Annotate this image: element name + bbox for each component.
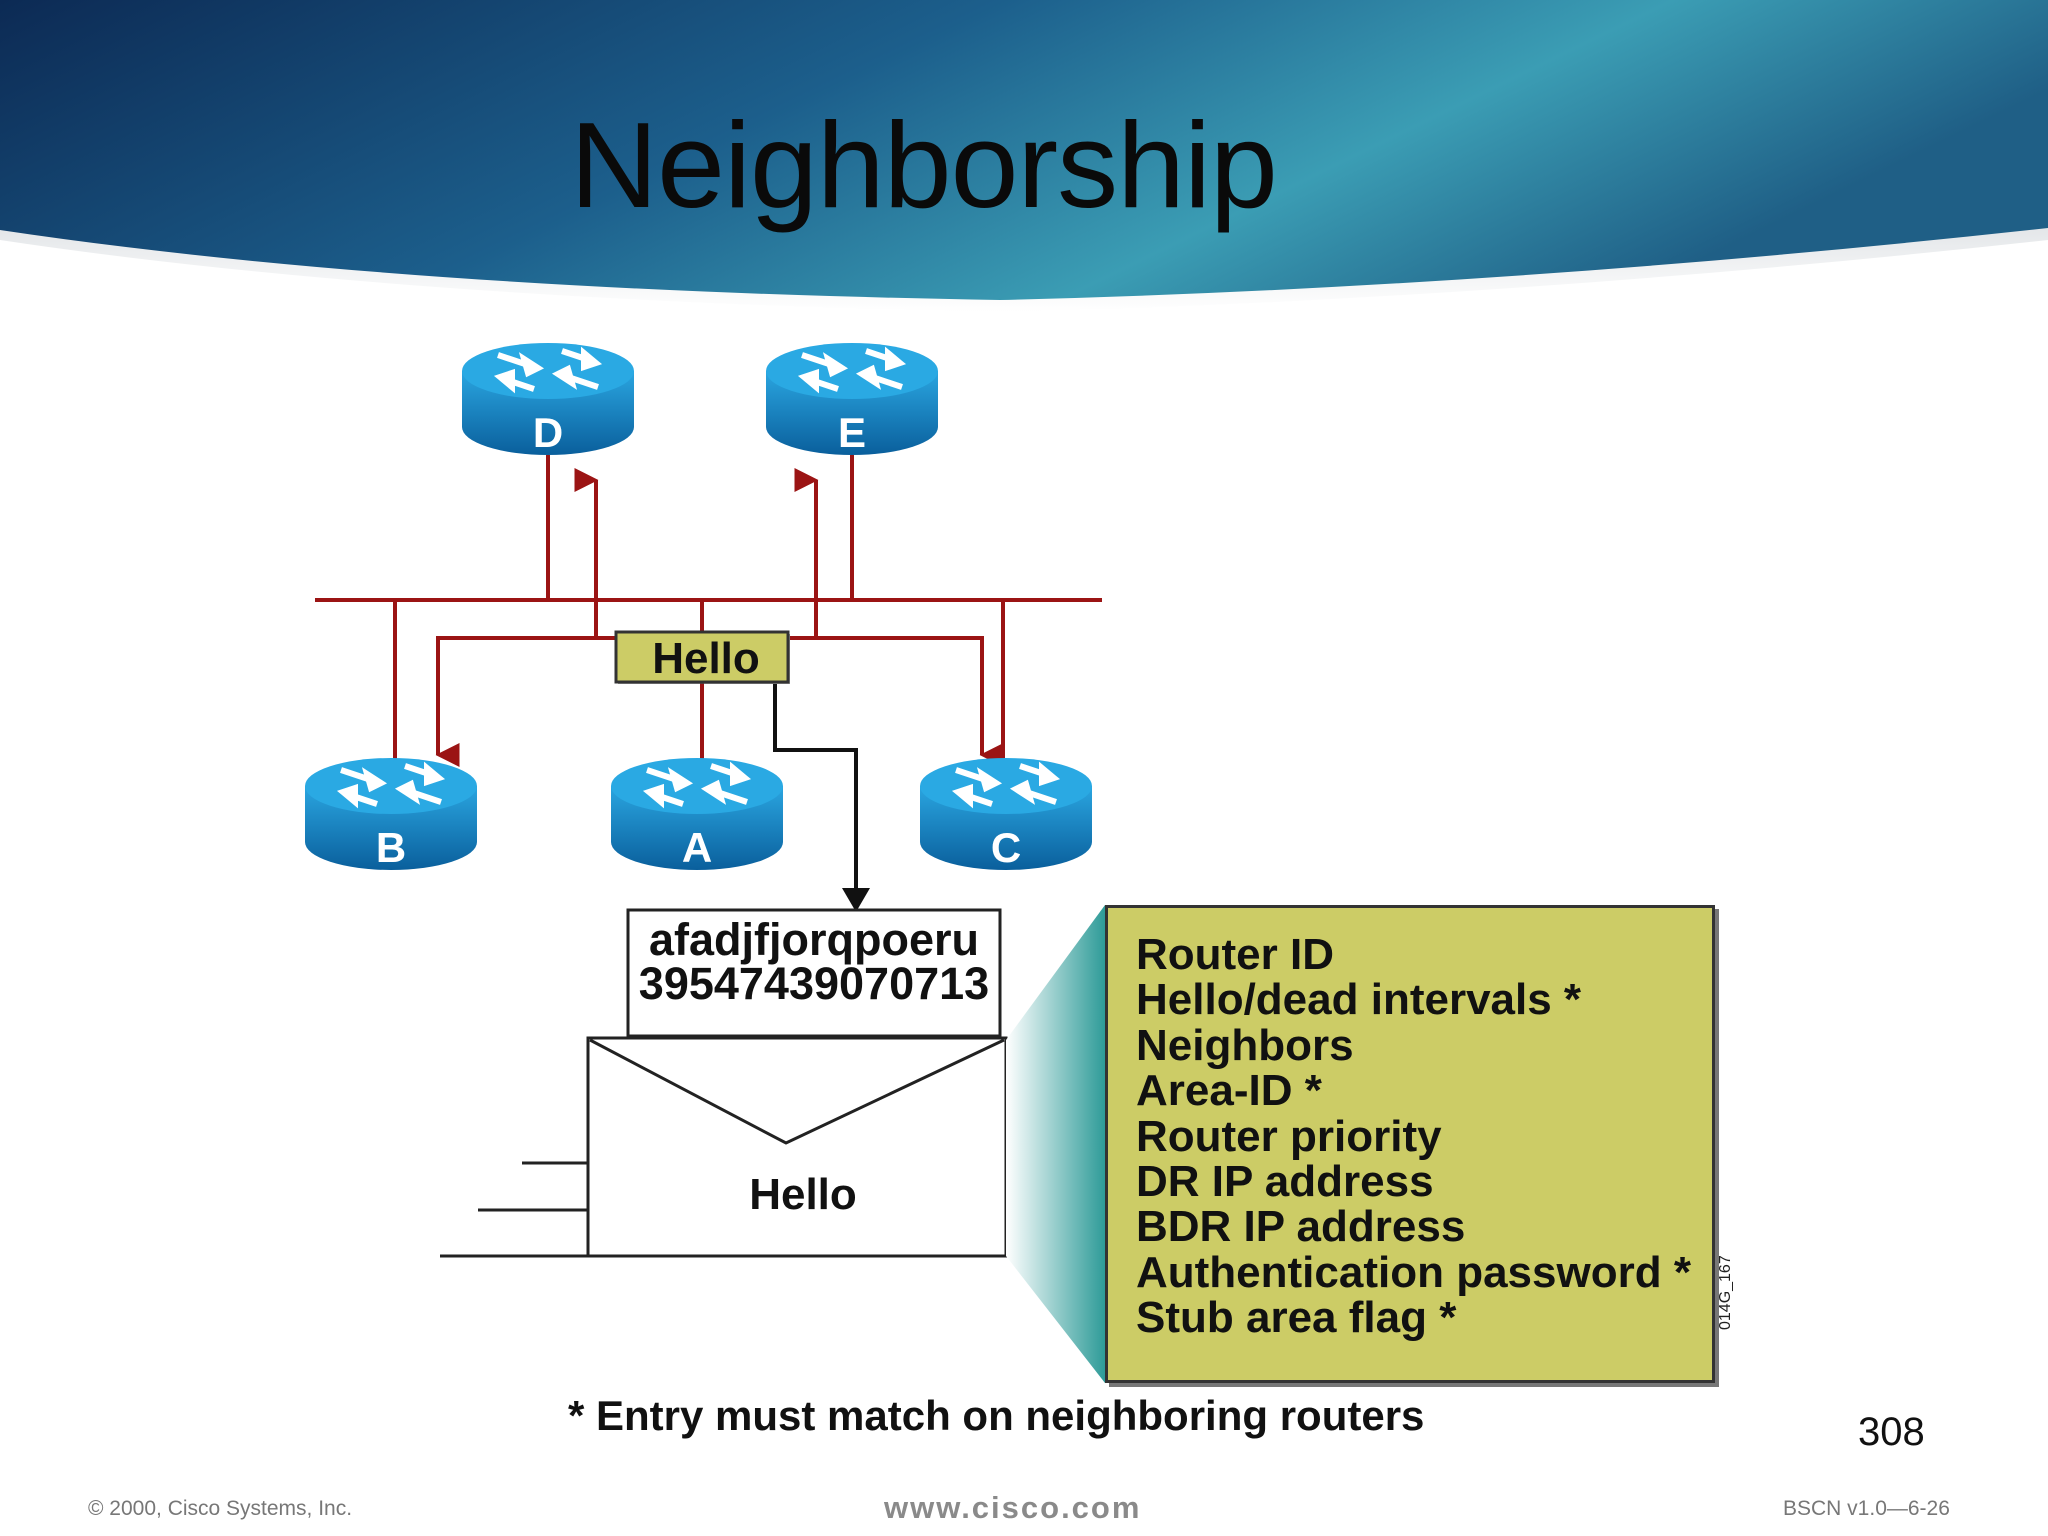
callout-fan (1006, 905, 1105, 1383)
router-links (393, 455, 1005, 765)
router-d: D (462, 343, 634, 456)
hello-fields-box: Router ID Hello/dead intervals * Neighbo… (1105, 905, 1715, 1383)
title-banner (0, 0, 2048, 312)
packet-contents-line: afadjfjorqpoeru (648, 914, 979, 965)
hello-field: Hello/dead intervals * (1136, 975, 1582, 1025)
hello-field: Neighbors (1136, 1020, 1354, 1070)
router-a-label: A (682, 824, 712, 871)
website-link[interactable]: www.cisco.com (884, 1490, 1142, 1525)
packet-connector (773, 684, 858, 895)
hello-packet: Hello (614, 630, 790, 684)
figure-id: 014G_167 (1717, 1255, 1734, 1330)
hello-field: Authentication password * (1136, 1247, 1691, 1297)
router-b-label: B (376, 824, 406, 871)
hello-field: Router ID (1136, 930, 1334, 979)
packet-contents: afadjfjorqpoeru 39547439070713 (628, 914, 1000, 1009)
packet-contents-line: 39547439070713 (638, 958, 990, 1009)
router-d-label: D (533, 409, 563, 456)
router-c-label: C (991, 824, 1021, 871)
router-a: A (611, 758, 783, 871)
page-title: Neighborship (570, 97, 1278, 233)
hello-field: Area-ID * (1136, 1066, 1322, 1116)
packet-connector-arrowhead (842, 888, 870, 912)
envelope-icon (440, 1036, 1008, 1258)
envelope-label: Hello (749, 1170, 857, 1219)
page-number: 308 (1858, 1410, 1925, 1454)
router-e: E (766, 343, 938, 456)
hello-fields-list: Router ID Hello/dead intervals * Neighbo… (1136, 932, 1712, 1341)
hello-field: BDR IP address (1136, 1202, 1466, 1252)
router-c: C (920, 758, 1092, 871)
footnote: * Entry must match on neighboring router… (568, 1392, 1425, 1439)
hello-packet-label: Hello (652, 634, 760, 683)
copyright-text: © 2000, Cisco Systems, Inc. (88, 1497, 353, 1520)
router-b: B (305, 758, 477, 871)
hello-field: DR IP address (1136, 1157, 1434, 1207)
hello-flood-arrows (435, 468, 1004, 767)
packet-contents-box (626, 908, 1002, 1038)
router-e-label: E (838, 409, 866, 456)
hello-field: Stub area flag * (1136, 1293, 1457, 1343)
hello-field: Router priority (1136, 1111, 1442, 1161)
course-code: BSCN v1.0—6-26 (1783, 1497, 1950, 1520)
